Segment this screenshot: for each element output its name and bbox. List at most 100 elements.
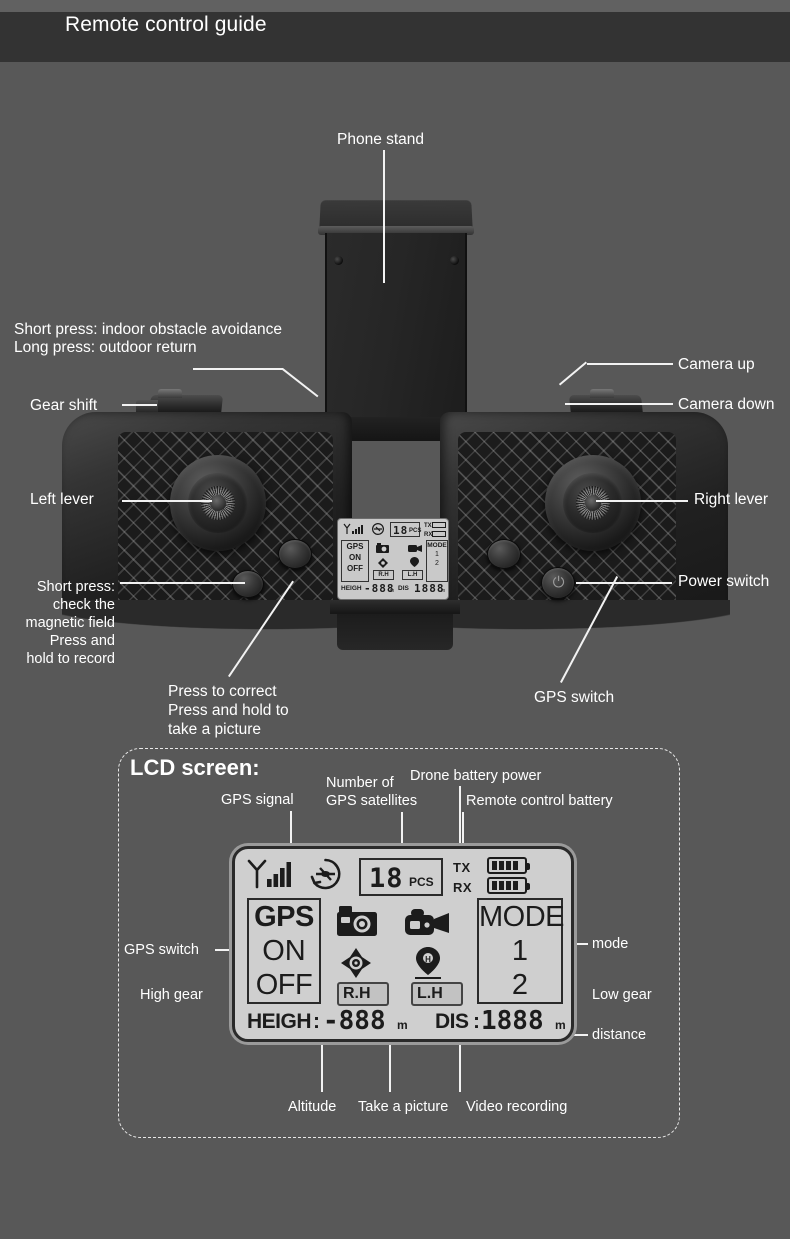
dis-label-mini: DIS xyxy=(398,585,409,592)
leader-num-satellites xyxy=(401,812,403,849)
compass-icon xyxy=(341,948,371,978)
label-take-picture: Take a picture xyxy=(358,1099,449,1115)
label-mode: mode xyxy=(592,936,629,952)
label-gps-switch-lcd: GPS switch xyxy=(124,942,199,958)
gps-label: GPS xyxy=(254,901,314,933)
phone-stand-body xyxy=(325,233,467,423)
callout-correct-line2: Press and hold to xyxy=(168,702,289,719)
callout-correct-line3: take a picture xyxy=(168,721,262,738)
satellite-count-box-mini: 18 PCS xyxy=(390,522,421,537)
leader-phone-stand xyxy=(383,150,385,283)
video-icon-mini xyxy=(408,545,422,552)
heigh-colon: : xyxy=(313,1010,320,1033)
label-high-gear: High gear xyxy=(140,987,203,1003)
callout-gear-shift: Gear shift xyxy=(30,397,98,414)
gear-shift-nub[interactable] xyxy=(136,400,158,415)
magnetic-field-record-button[interactable] xyxy=(232,570,264,598)
callout-obstacle-line2: Long press: outdoor return xyxy=(14,339,197,356)
satellite-count-box: 18 PCS xyxy=(359,858,443,896)
left-lever-joystick[interactable] xyxy=(170,455,266,551)
correct-take-picture-button[interactable] xyxy=(278,539,312,569)
heigh-label-mini: HEIGH xyxy=(341,585,362,592)
callout-magnetic-line5: hold to record xyxy=(26,651,115,667)
label-low-gear: Low gear xyxy=(592,987,652,1003)
leader-drone-battery xyxy=(459,786,461,849)
callout-phone-stand: Phone stand xyxy=(337,131,425,148)
mode-column-mini: MODE 1 2 xyxy=(426,540,448,582)
callout-correct-line1: Press to correct xyxy=(168,683,277,700)
gps-on-label: ON xyxy=(262,935,306,967)
right-lever-knurl[interactable] xyxy=(576,486,610,520)
phone-stand-screw-right xyxy=(450,256,459,265)
remote-control-illustration: ⏻ 18 PCS TX RX xyxy=(62,200,730,660)
leader-obstacle-h xyxy=(193,368,283,370)
leader-power-switch xyxy=(576,582,672,584)
lcd-panel-title: LCD screen: xyxy=(130,755,260,780)
satellite-count-value: 18 xyxy=(369,863,404,894)
svg-text:H: H xyxy=(425,955,431,964)
gps-signal-icon xyxy=(247,859,291,889)
lcd-screen-large: 18 PCS TX RX GPS ON OFF MODE 1 2 xyxy=(232,846,574,1042)
lh-tag: L.H xyxy=(411,982,463,1006)
label-distance: distance xyxy=(592,1027,647,1043)
mode-2-value: 2 xyxy=(511,969,529,1001)
rh-tag: R.H xyxy=(337,982,389,1006)
page-title: Remote control guide xyxy=(65,13,267,36)
power-switch-button[interactable]: ⏻ xyxy=(541,567,575,599)
remote-lcd-screen-small: 18 PCS TX RX GPS ON OFF xyxy=(337,518,449,600)
tx-battery-mini xyxy=(432,522,446,528)
page-header xyxy=(0,12,790,62)
dis-colon: : xyxy=(473,1010,480,1033)
right-lever-joystick[interactable] xyxy=(545,455,641,551)
rx-label: RX xyxy=(453,880,473,895)
dis-unit: m xyxy=(555,1018,566,1032)
mode-column: MODE 1 2 xyxy=(477,898,565,1004)
compass-icon-mini xyxy=(378,558,388,568)
mode-1-value: 1 xyxy=(511,935,529,967)
gps-switch-button[interactable] xyxy=(487,539,521,569)
heigh-dis-row: HEIGH : -888 m DIS : 1888 m xyxy=(247,1006,569,1036)
dis-unit-mini: m xyxy=(441,588,446,594)
callout-camera-down: Camera down xyxy=(678,396,775,413)
shoulder-tab-left[interactable] xyxy=(158,389,182,398)
rh-tag-mini: R.H xyxy=(373,570,394,580)
remote-battery-icon xyxy=(487,877,530,894)
video-recording-icon xyxy=(405,909,449,935)
location-pin-icon: H xyxy=(415,947,441,979)
phone-stand-lip xyxy=(318,226,474,235)
leader-gear-shift xyxy=(122,404,157,406)
shoulder-tab-right[interactable] xyxy=(590,389,614,398)
lh-tag-mini: L.H xyxy=(402,570,423,580)
callout-left-lever: Left lever xyxy=(30,491,94,508)
gps-column-mini: GPS ON OFF xyxy=(341,540,369,582)
rx-label-mini: RX xyxy=(424,532,433,538)
heigh-label: HEIGH xyxy=(247,1010,312,1033)
heigh-unit-mini: m xyxy=(390,588,395,594)
remote-body-bottom-left xyxy=(62,600,354,660)
label-altitude: Altitude xyxy=(288,1099,337,1115)
leader-left-lever xyxy=(122,500,212,502)
label-drone-battery: Drone battery power xyxy=(410,768,542,784)
label-gps-signal: GPS signal xyxy=(221,792,294,808)
remote-center-bridge xyxy=(330,600,460,614)
callout-right-lever: Right lever xyxy=(694,491,769,508)
remote-center-bridge-lower xyxy=(337,614,453,650)
drone-battery-icon xyxy=(487,857,530,874)
power-icon: ⏻ xyxy=(552,574,565,591)
callout-gps-switch-body: GPS switch xyxy=(534,689,615,706)
dis-value: 1888 xyxy=(481,1006,544,1036)
satellite-icon xyxy=(310,858,341,890)
gps-off-label: OFF xyxy=(255,969,313,1001)
label-num-satellites-l1: Number of xyxy=(326,775,394,791)
mode-label: MODE xyxy=(479,901,565,933)
leader-magnetic xyxy=(120,582,245,584)
location-pin-icon-mini xyxy=(410,557,419,567)
leader-right-lever xyxy=(596,500,688,502)
camera-icon xyxy=(337,906,377,936)
callout-magnetic-line4: Press and xyxy=(49,633,115,649)
left-lever-knurl[interactable] xyxy=(201,486,235,520)
phone-stand-screw-left xyxy=(334,256,343,265)
leader-gps-signal xyxy=(290,811,292,849)
leader-camera-up-h xyxy=(587,363,673,365)
phone-stand-foot xyxy=(331,417,461,441)
